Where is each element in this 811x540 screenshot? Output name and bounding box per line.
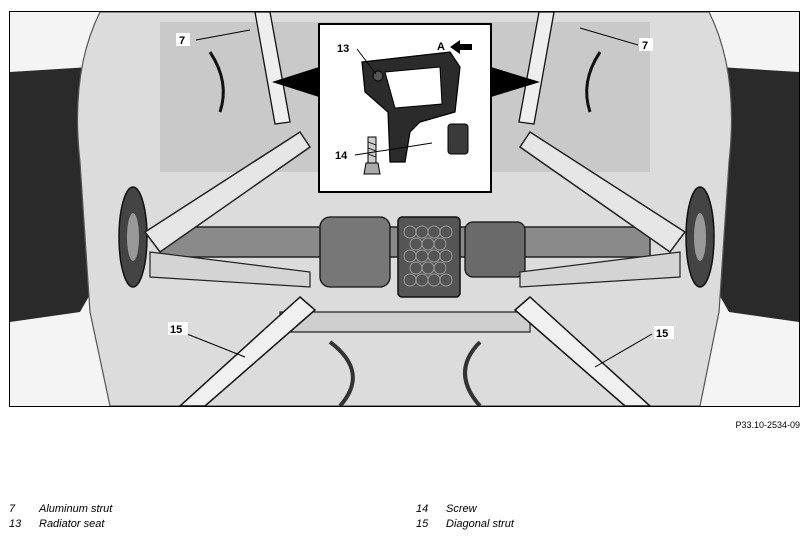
legend-item: 14 Screw	[416, 503, 477, 515]
diagram-figure: 7 7 13 14 A 15 15	[9, 11, 800, 407]
callout-14: 14	[335, 150, 348, 162]
callout-A: A	[437, 41, 445, 53]
callout-7-right: 7	[642, 40, 648, 52]
legend-item: 13 Radiator seat	[9, 518, 104, 530]
diagonal-strut-left	[178, 295, 317, 406]
aluminum-strut-left	[254, 12, 291, 125]
legend-text: Radiator seat	[39, 518, 105, 530]
callout-13: 13	[337, 43, 349, 55]
figure-reference: P33.10-2534-09	[735, 420, 800, 430]
legend-number: 15	[416, 518, 429, 530]
brake-disc-left	[118, 186, 148, 288]
legend-text: Diagonal strut	[446, 518, 514, 530]
diagonal-strut-right	[513, 295, 652, 406]
detail-inset	[318, 23, 492, 193]
legend-number: 7	[9, 503, 16, 515]
legend-text: Screw	[446, 503, 477, 515]
legend-item: 7 Aluminum strut	[9, 503, 112, 515]
control-arm-left	[143, 130, 312, 254]
legend-text: Aluminum strut	[39, 503, 113, 515]
callout-15-left: 15	[170, 324, 182, 336]
aluminum-strut-right	[518, 12, 555, 125]
legend-number: 14	[416, 503, 429, 515]
brake-disc-right	[685, 186, 715, 288]
control-arm-right	[518, 130, 687, 254]
legend-item: 15 Diagonal strut	[416, 518, 514, 530]
screw-detail	[363, 136, 381, 175]
callout-7-left: 7	[179, 35, 185, 47]
legend-number: 13	[9, 518, 22, 530]
direction-arrow-icon	[450, 40, 472, 54]
callout-15-right: 15	[656, 328, 668, 340]
